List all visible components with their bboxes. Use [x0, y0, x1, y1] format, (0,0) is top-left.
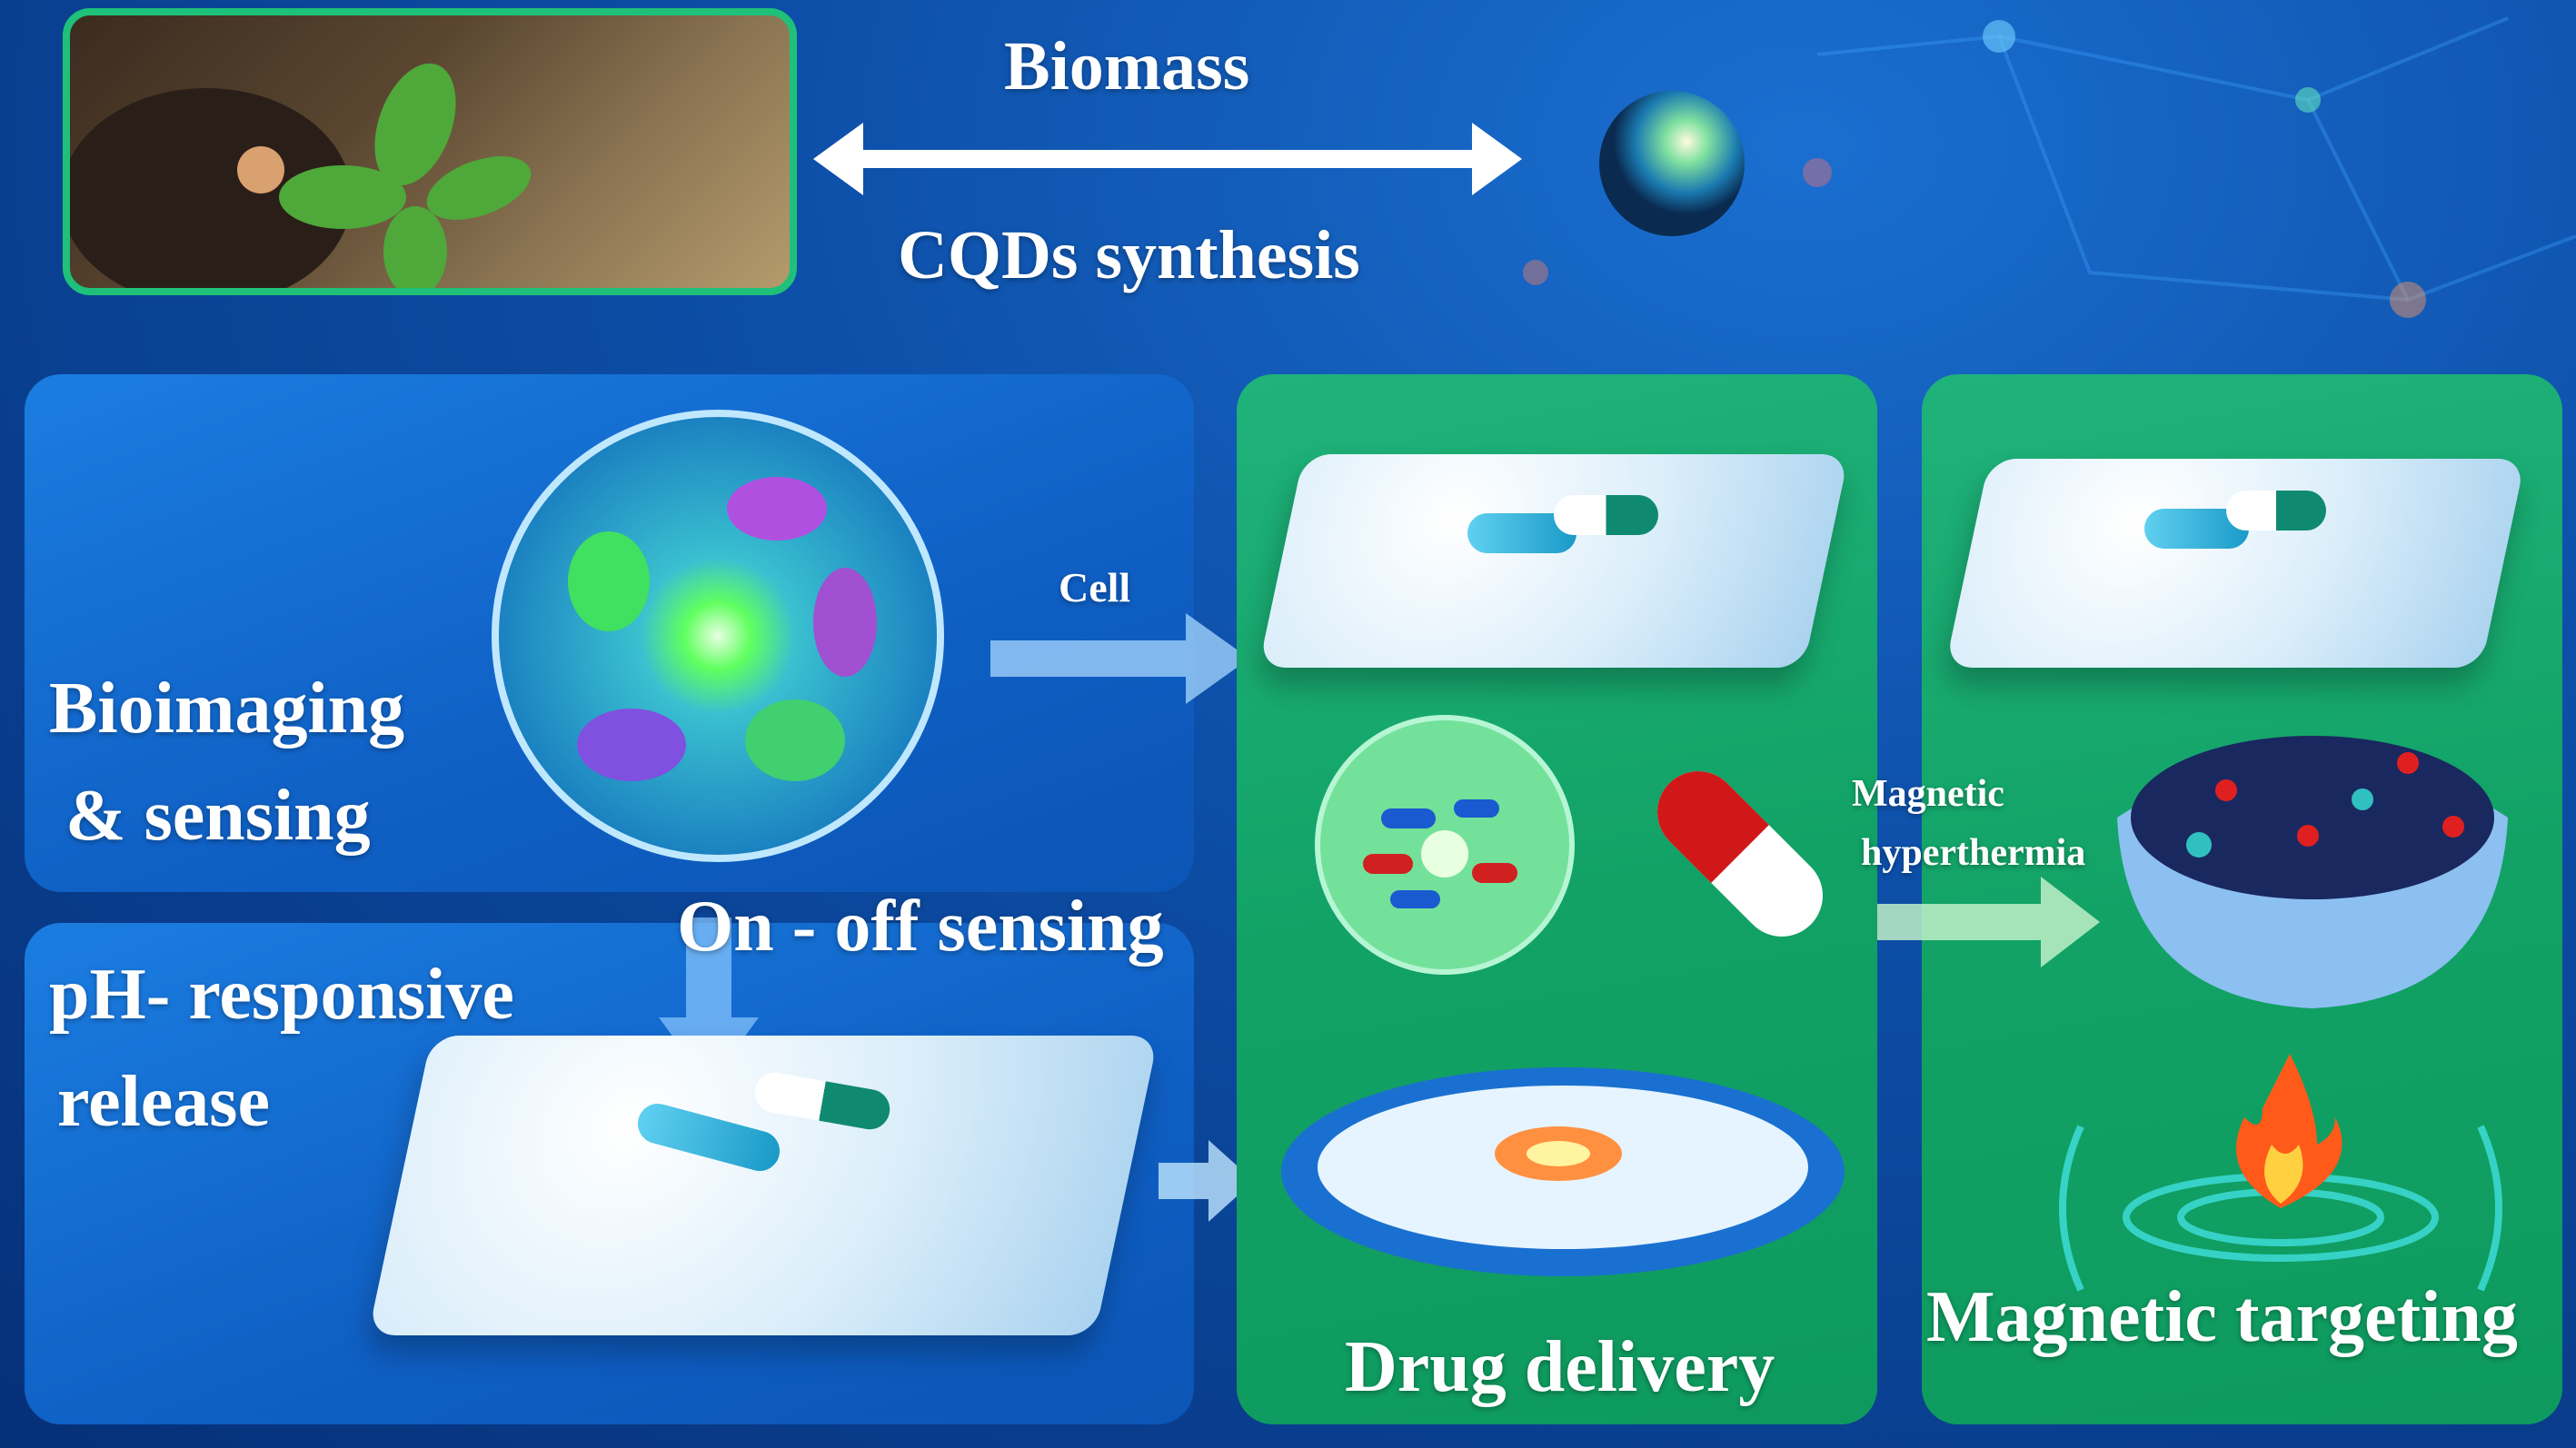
ph-responsive-label: pH- responsive [49, 955, 514, 1035]
double-arrow [813, 123, 1522, 195]
drug-delivery-label: Drug delivery [1345, 1327, 1775, 1407]
release-label: release [57, 1062, 270, 1142]
bioimaging-label: Bioimaging [49, 669, 405, 749]
tumor-bowl [2117, 736, 2508, 1008]
arrow-to-magnetic-targeting [1877, 877, 2100, 967]
flame-heat-icon [2059, 1054, 2502, 1292]
arrow-to-drug-delivery [990, 613, 1249, 704]
biomass-photo [63, 8, 797, 295]
biomass-title: Biomass [1004, 28, 1250, 104]
hydrogel-slab-right [1944, 459, 2526, 668]
red-capsule [1657, 771, 1823, 937]
capsule-green-small [1554, 495, 1658, 535]
plant-icon [70, 63, 532, 288]
nanocarrier-sphere [1315, 715, 1575, 975]
on-off-sensing-label: On - off sensing [677, 887, 1164, 967]
hyperthermia-label: hyperthermia [1861, 832, 2086, 874]
sensing-label: & sensing [65, 776, 371, 856]
cell-label: Cell [1059, 564, 1131, 610]
capsule-green-right [2226, 491, 2326, 531]
cqds-synthesis-title: CQDs synthesis [898, 217, 1360, 293]
arrow-to-ring [1159, 1140, 1254, 1222]
magnetic-targeting-label: Magnetic targeting [1926, 1277, 2518, 1357]
cell-sphere [492, 410, 944, 862]
carbon-quantum-dot-sphere [1599, 91, 1745, 236]
hydrogel-slab-top [1258, 454, 1849, 668]
magnetic-label: Magnetic [1852, 773, 2004, 815]
nanoring [1281, 1067, 1845, 1276]
